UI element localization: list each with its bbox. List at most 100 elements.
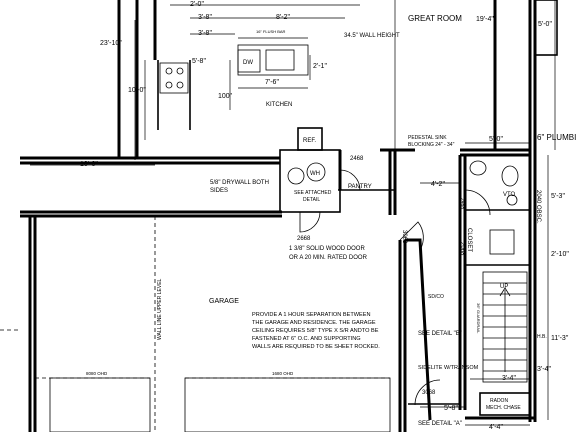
door-size: 3068: [401, 230, 407, 244]
door-size: 3068: [422, 390, 436, 396]
separation-note: PROVIDE A 1 HOUR SEPARATION BETWEEN: [252, 312, 371, 318]
upper-closet: [534, 0, 558, 56]
separation-note: CEILING REQUIRES 5/8" TYPE X S/R ANDTO B…: [252, 328, 379, 334]
see-attached-note: SEE ATTACHED: [294, 190, 332, 196]
drywall-note: 5/8" DRYWALL BOTH: [210, 180, 269, 186]
blocking-label: BLOCKING 24" - 34": [408, 142, 455, 148]
garage-door-label: 1680 OHD: [272, 371, 294, 376]
door-spec-note: 1 3/8" SOLID WOOD DOOR: [289, 246, 365, 252]
dim-text: 5'-3": [551, 193, 565, 200]
doors: [299, 169, 491, 406]
dim-text: 5'-0": [538, 21, 552, 28]
wall: [405, 238, 432, 421]
walls: [20, 0, 558, 432]
front-door: [414, 379, 441, 406]
washer: [306, 162, 326, 182]
garage-door-right: [184, 377, 391, 432]
closet-box: [489, 229, 515, 255]
drywall-note: SIDES: [210, 188, 228, 194]
ref-label: REF.: [303, 138, 316, 144]
dim-text: 4'-2": [431, 181, 445, 188]
kitchen-label: KITCHEN: [266, 102, 292, 108]
toilet: [501, 165, 519, 187]
dim-text: 4'-4": [489, 424, 503, 431]
wall-height-label: 34.5" WALL HEIGHT: [344, 33, 400, 39]
pantry-label: PANTRY: [348, 184, 372, 190]
dim-text: 3'-8": [198, 14, 212, 21]
guardrail-label: 36" GUARDRAIL: [476, 303, 481, 334]
door-size: 2040 OBSC.: [535, 190, 541, 224]
see-detail-b: SEE DETAIL "B": [418, 331, 462, 337]
plumbing-label: 6" PLUMBING: [537, 133, 576, 142]
dw-label: DW: [243, 60, 253, 66]
flush-bar-label: 16" FLUSH BAR: [256, 29, 286, 34]
hb-label: H.B.: [537, 334, 547, 340]
door-size: 2068: [459, 242, 465, 256]
dim-text: 3'-4": [502, 375, 516, 382]
burner: [165, 67, 173, 75]
door-size: 2668: [297, 236, 311, 242]
vto-label: VTO: [503, 192, 516, 198]
dim-text: 7'-6": [265, 79, 279, 86]
wall-line-label: WALL LINE UPPER LEVEL: [157, 278, 163, 340]
water-heater: [287, 167, 305, 185]
dim-text: 11'-3": [551, 335, 569, 342]
radon-chase: [479, 392, 531, 416]
see-detail-a: SEE DETAIL "A": [418, 421, 462, 427]
dim-text: 8'-2": [276, 14, 290, 21]
bath-door: [464, 189, 491, 216]
garage-label: GARAGE: [209, 298, 239, 305]
dim-text: 5'-0": [489, 136, 503, 143]
dimension-text: 2'-0" 3'-8" 8'-2" 3'-8" 19'-4" 5'-0" 23'…: [80, 1, 569, 431]
dim-text: 3'-4": [537, 366, 551, 373]
dim-text: 5'-8": [444, 405, 458, 412]
door-size: 2468: [459, 198, 465, 209]
kitchen-sink: [265, 49, 295, 71]
laundry-door: [299, 211, 321, 233]
see-attached-note: DETAIL: [303, 197, 320, 203]
garage-entry-door: [399, 221, 424, 251]
range: [159, 62, 189, 94]
up-label: UP: [500, 284, 508, 290]
stairs: [482, 271, 528, 383]
dim-text: 23'-10": [100, 40, 122, 47]
garage-door-left: [49, 377, 151, 432]
door-spec-note: OR A 20 MIN. RATED DOOR: [289, 255, 368, 261]
dim-text: 19'-4": [476, 16, 494, 23]
ref-box: [297, 127, 323, 151]
dim-text: 2'-0": [190, 1, 204, 8]
dim-text: 5'-8": [192, 58, 206, 65]
burner: [176, 67, 184, 75]
great-room-label: GREAT ROOM: [408, 14, 462, 23]
pedestal-sink-label: PEDESTAL SINK: [408, 135, 447, 141]
labels: GREAT ROOM KITCHEN GARAGE PANTRY REF. DW…: [86, 14, 576, 427]
bath-fixtures: [469, 160, 519, 255]
dim-text: 100": [218, 93, 233, 100]
dim-text: 2'-10": [551, 251, 569, 258]
dishwasher: [237, 49, 261, 73]
dimension-lines: [30, 0, 556, 426]
closet-label: CLOSET: [466, 228, 472, 252]
wh-label: WH: [310, 171, 320, 177]
pedestal-sink: [469, 160, 487, 176]
door-size: 2468: [350, 156, 364, 162]
dim-text: 10'-0": [128, 87, 146, 94]
floor-drain: [506, 194, 518, 206]
separation-note: THE GARAGE AND RESIDENCE. THE GARAGE: [252, 320, 376, 326]
dashed-lines: [0, 216, 391, 432]
burner: [165, 81, 173, 89]
garage-door-label: 8080 OHD: [86, 371, 108, 376]
radon-label: RADON: [490, 398, 508, 404]
pantry-door: [339, 169, 361, 191]
radon-label: MECH. CHASE: [486, 405, 521, 411]
dim-text: 3'-8": [198, 30, 212, 37]
sd-co-label: SD/CO: [428, 294, 444, 300]
sidelite-label: SIDELITE W/TRANSOM: [418, 365, 479, 371]
separation-note: WALLS ARE REQUIRED TO BE SHEET ROCKED.: [252, 344, 380, 350]
separation-note: FASTENED AT 6" O.C. AND SUPPORTING: [252, 336, 361, 342]
burner: [176, 81, 184, 89]
dim-text: 10'-0": [80, 161, 98, 168]
dim-text: 2'-1": [313, 63, 327, 70]
